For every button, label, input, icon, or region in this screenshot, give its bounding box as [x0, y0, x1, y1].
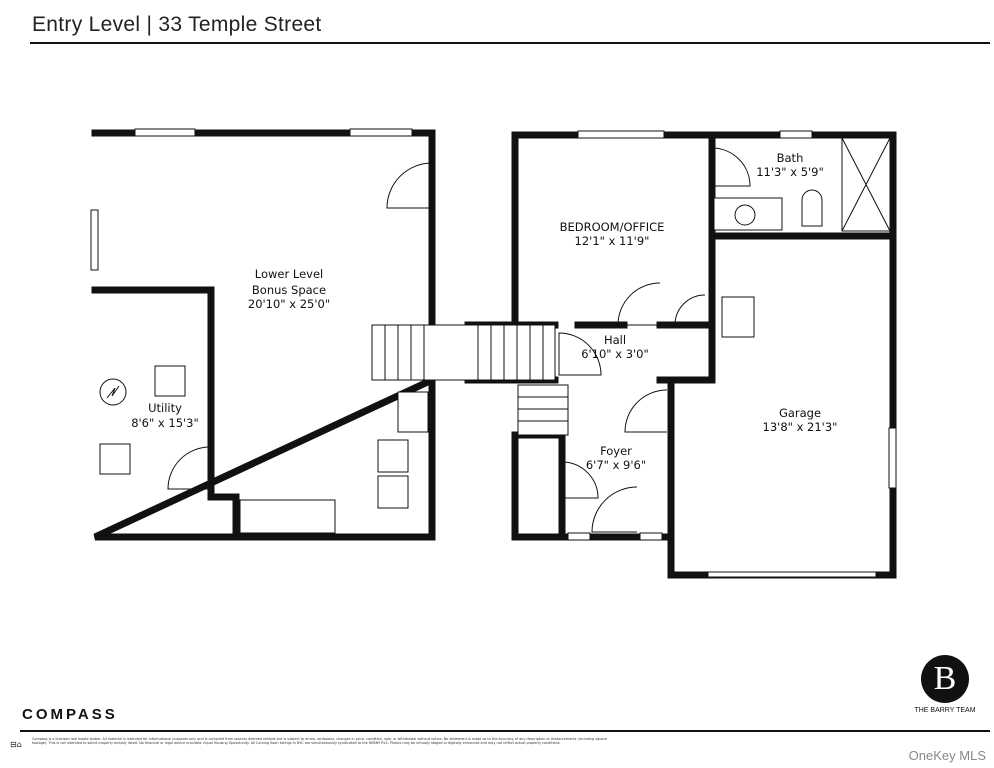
page-title: Entry Level | 33 Temple Street	[32, 13, 322, 36]
room-label-lower-level: Lower Level	[255, 267, 323, 281]
room-label-bath: Bath	[777, 151, 804, 165]
shower-x	[841, 137, 891, 232]
room-size-garage: 13'8" x 21'3"	[763, 420, 838, 434]
room-label-utility: Utility	[148, 401, 182, 415]
watermark: OneKey MLS	[908, 748, 986, 763]
window	[567, 532, 591, 541]
door-swing	[711, 147, 751, 187]
counter	[239, 499, 336, 534]
window	[577, 130, 665, 139]
door-swing	[558, 332, 602, 376]
team-name: THE BARRY TEAM	[914, 707, 976, 714]
water-heater	[154, 365, 186, 397]
wall-foyer	[511, 431, 674, 541]
sink	[397, 391, 429, 433]
electric-panel	[99, 378, 127, 406]
vanity	[713, 197, 783, 231]
wall-utility	[91, 286, 240, 541]
wall-lower-level	[91, 129, 436, 541]
room-size-foyer: 6'7" x 9'6"	[586, 458, 646, 472]
header-divider	[30, 42, 990, 44]
door-swing	[591, 486, 638, 533]
window	[134, 128, 196, 137]
room-label-foyer: Foyer	[600, 444, 632, 458]
washer	[377, 439, 409, 473]
door-swing	[617, 282, 661, 326]
room-label-garage: Garage	[779, 406, 821, 420]
room-size-bedroom: 12'1" x 11'9"	[575, 234, 650, 248]
door-swing	[167, 446, 211, 490]
barry-team-logo: B	[921, 655, 969, 703]
stairs	[371, 324, 556, 381]
room-label-hall: Hall	[604, 333, 626, 347]
footer-divider	[20, 730, 990, 732]
room-size-hall: 6'10" x 3'0"	[581, 347, 649, 361]
door-swing	[624, 389, 668, 433]
equal-housing-icon: ⊟⌂	[10, 740, 22, 749]
utility-sink	[99, 443, 131, 475]
room-label-lower-level-2: Bonus Space	[252, 283, 326, 297]
window	[779, 130, 813, 139]
bath-sink	[734, 204, 756, 226]
window	[90, 209, 99, 271]
disclaimer: Compass is a licensed real estate broker…	[32, 737, 607, 746]
window	[888, 427, 897, 489]
dryer	[377, 475, 409, 509]
garage-door	[707, 571, 877, 578]
compass-logo: COMPASS	[22, 706, 118, 723]
cabinet	[721, 296, 755, 338]
window	[349, 128, 413, 137]
door-swing	[674, 294, 706, 326]
toilet	[801, 189, 823, 227]
room-size-bath: 11'3" x 5'9"	[756, 165, 824, 179]
room-size-utility: 8'6" x 15'3"	[131, 416, 199, 430]
door-swing	[386, 162, 433, 209]
room-size-lower-level: 20'10" x 25'0"	[248, 297, 330, 311]
wall-bedroom	[511, 131, 897, 384]
door-swing	[561, 461, 599, 499]
stairs-down	[517, 384, 569, 436]
window	[639, 532, 663, 541]
room-label-bedroom: BEDROOM/OFFICE	[560, 220, 665, 234]
